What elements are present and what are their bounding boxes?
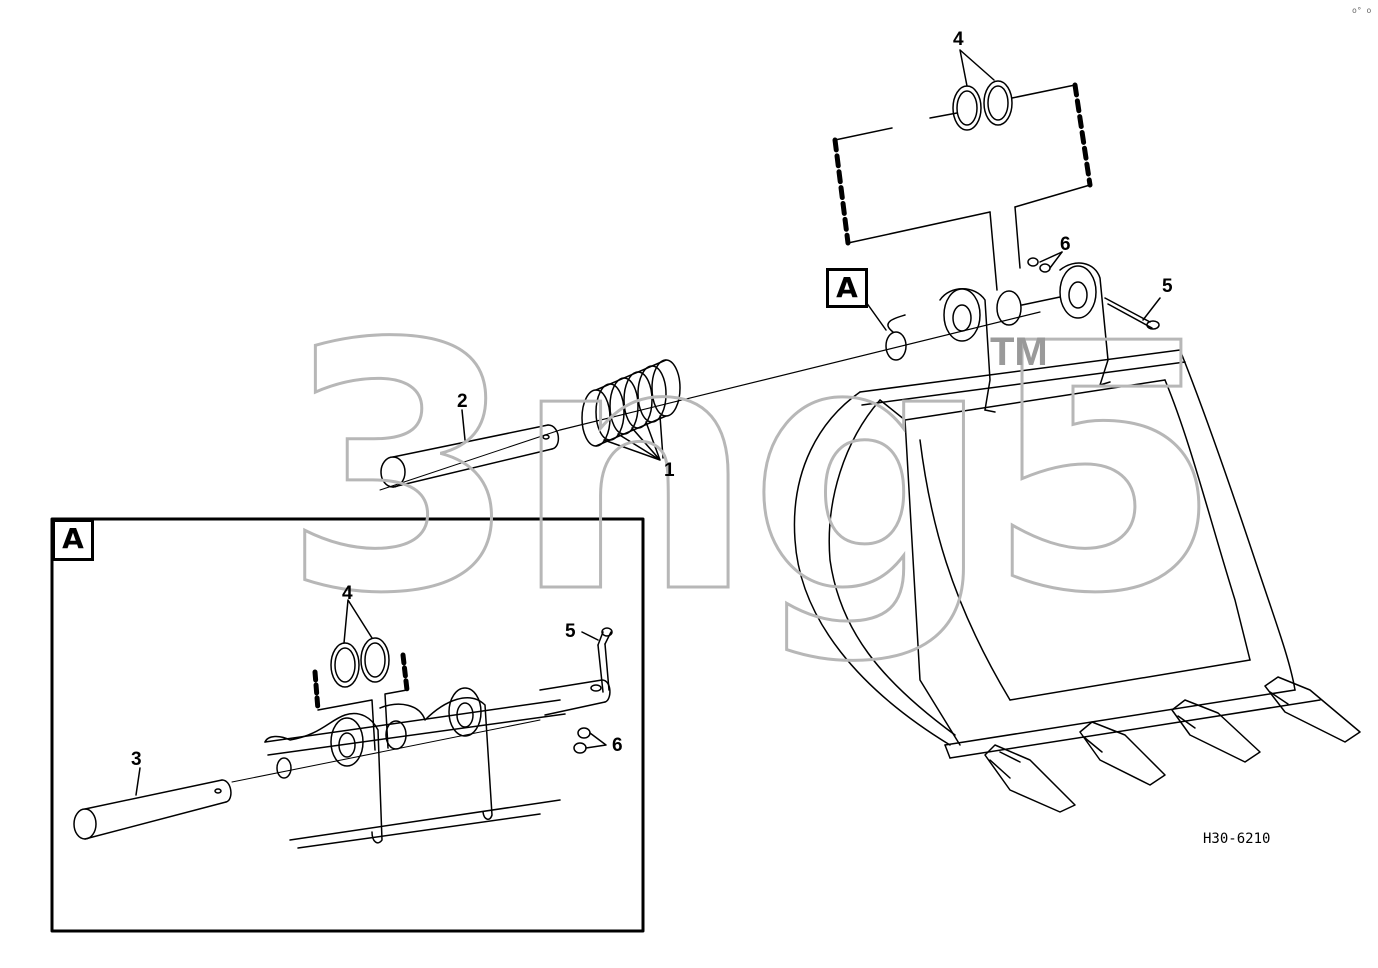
detail-drawing [73,599,613,849]
callout-1-main: 1 [664,460,675,481]
bucket-bosses [885,265,1097,361]
callout-6-main: 6 [1060,234,1071,255]
main-pin [380,424,560,488]
main-nuts [1027,251,1063,273]
detail-a-title: A [52,519,94,561]
detail-frame [50,517,645,933]
main-o-rings [929,49,1076,131]
corner-mark: o° o [1352,6,1372,15]
watermark-logo: 3ng5 [281,272,1225,668]
callout-6-detail: 6 [612,735,623,756]
watermark-trademark: TM [990,330,1048,374]
shim-stack [581,359,681,461]
bucket-body [793,262,1321,759]
callout-3-detail: 3 [131,749,142,770]
view-a-marker: A [826,268,868,308]
bucket-teeth [984,676,1361,813]
main-bolt [1104,297,1160,330]
callout-4-detail: 4 [342,583,353,604]
callout-4-main: 4 [953,29,964,50]
callout-5-main: 5 [1162,276,1173,297]
main-seal-frame [832,82,1093,306]
callout-2-main: 2 [457,391,468,412]
drawing-code: H30-6210 [1203,831,1271,847]
callout-5-detail: 5 [565,621,576,642]
